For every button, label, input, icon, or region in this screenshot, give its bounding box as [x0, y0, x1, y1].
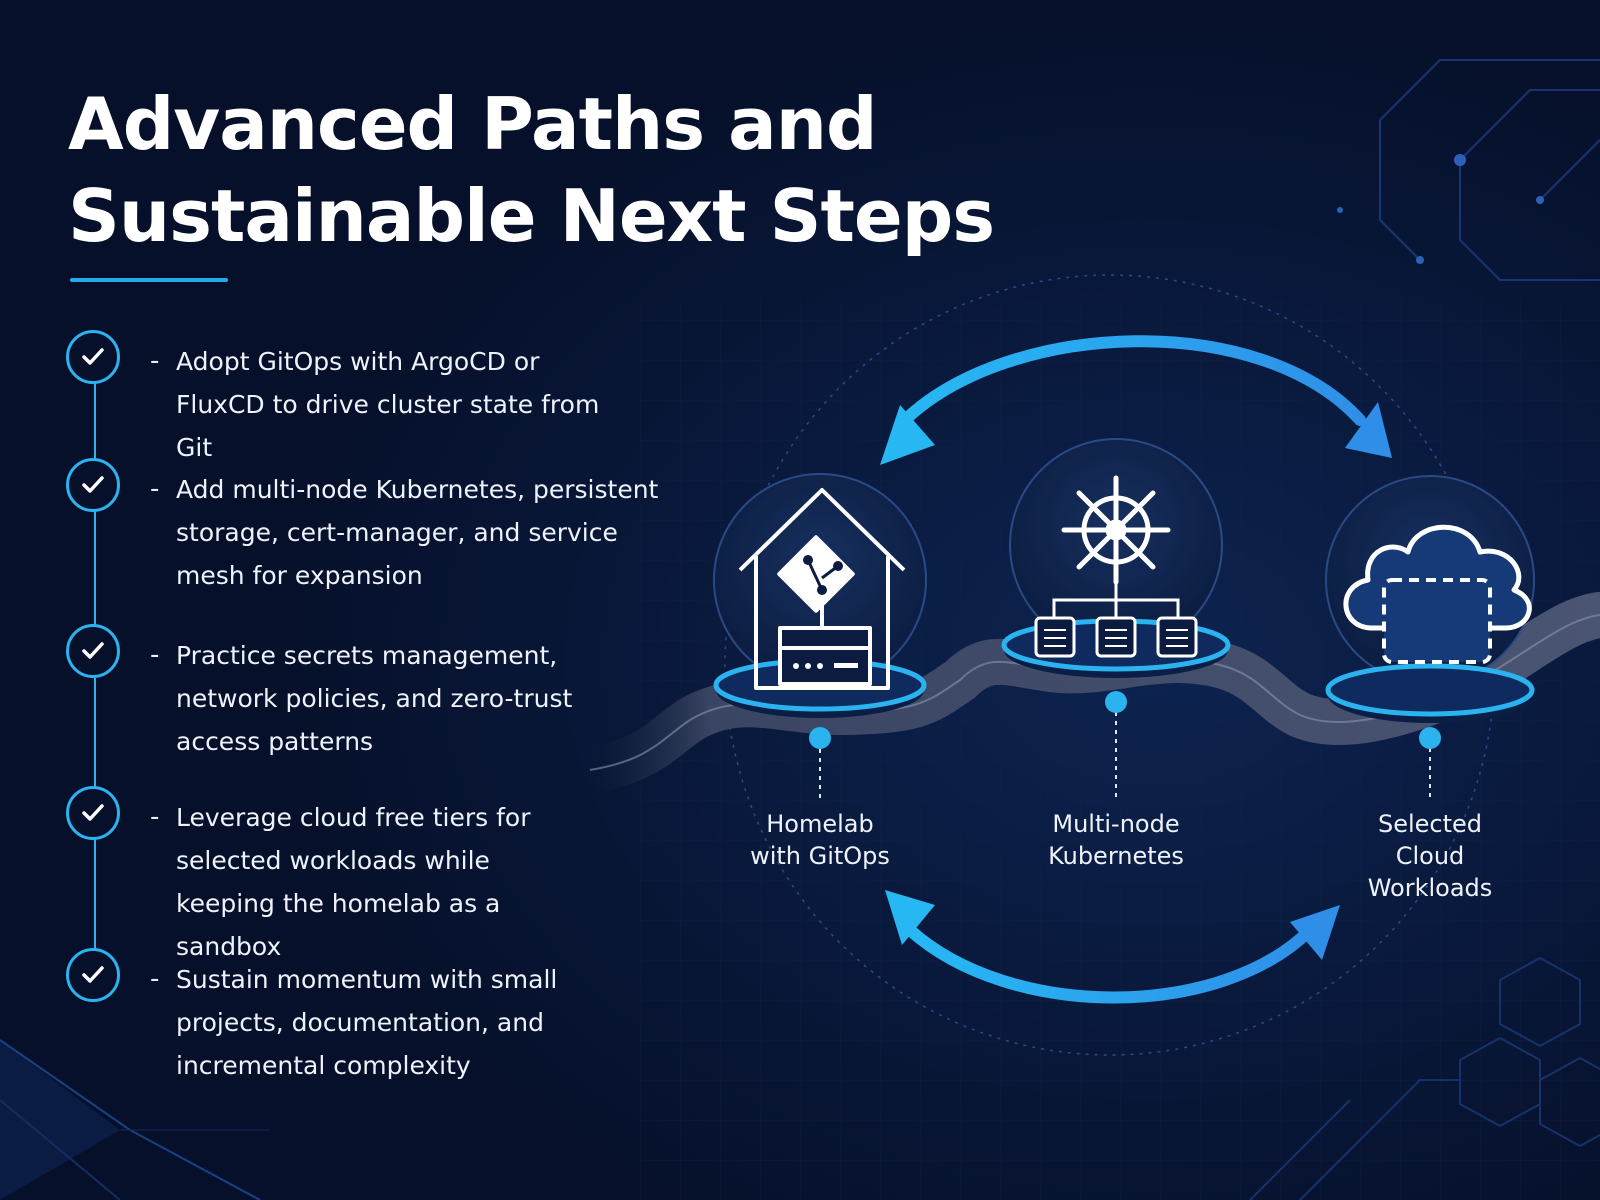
page-title-line-1: Advanced Paths and [68, 82, 878, 166]
cycle-arrow-bottom [885, 890, 1340, 1004]
check-icon [66, 624, 120, 678]
node-label-line: Cloud [1395, 842, 1465, 870]
node-homelab [713, 473, 927, 800]
node-label-kubernetes: Multi-node Kubernetes [1016, 808, 1216, 872]
check-icon [66, 458, 120, 512]
check-icon [66, 330, 120, 384]
check-icon [66, 948, 120, 1002]
node-cloud [1325, 475, 1535, 800]
step-text: Practice secrets management, network pol… [176, 641, 573, 756]
timeline-rail [94, 360, 96, 1000]
step-dash: - [150, 802, 160, 832]
node-label-line: Kubernetes [1048, 842, 1184, 870]
step-dash: - [150, 474, 160, 504]
step-text: Sustain momentum with small projects, do… [176, 965, 558, 1080]
step-text: Leverage cloud free tiers for selected w… [176, 803, 531, 961]
step-dash: - [150, 346, 160, 376]
step-text: Add multi-node Kubernetes, persistent st… [176, 475, 659, 590]
node-label-line: Homelab [766, 810, 874, 838]
check-icon [66, 786, 120, 840]
node-label-line: with GitOps [750, 842, 890, 870]
cycle-arrow-top [880, 335, 1392, 465]
node-label-line: Workloads [1367, 874, 1493, 902]
page-title: Advanced Paths and Sustainable Next Step… [68, 78, 995, 262]
kubernetes-helm-icon [1061, 475, 1171, 585]
node-label-line: Selected [1377, 810, 1483, 838]
node-label-homelab: Homelab with GitOps [720, 808, 920, 872]
node-label-line: Multi-node [1052, 810, 1180, 838]
step-dash: - [150, 640, 160, 670]
page-title-line-2: Sustainable Next Steps [68, 174, 995, 258]
step-dash: - [150, 964, 160, 994]
node-label-cloud: Selected Cloud Workloads [1330, 808, 1530, 904]
workload-placeholder-icon [1382, 578, 1492, 664]
node-kubernetes [1001, 438, 1231, 800]
step-list: - Adopt GitOps with ArgoCD or FluxCD to … [66, 330, 686, 1130]
title-underline [70, 278, 228, 282]
house-git-server-icon [738, 488, 906, 690]
step-text: Adopt GitOps with ArgoCD or FluxCD to dr… [176, 347, 600, 462]
